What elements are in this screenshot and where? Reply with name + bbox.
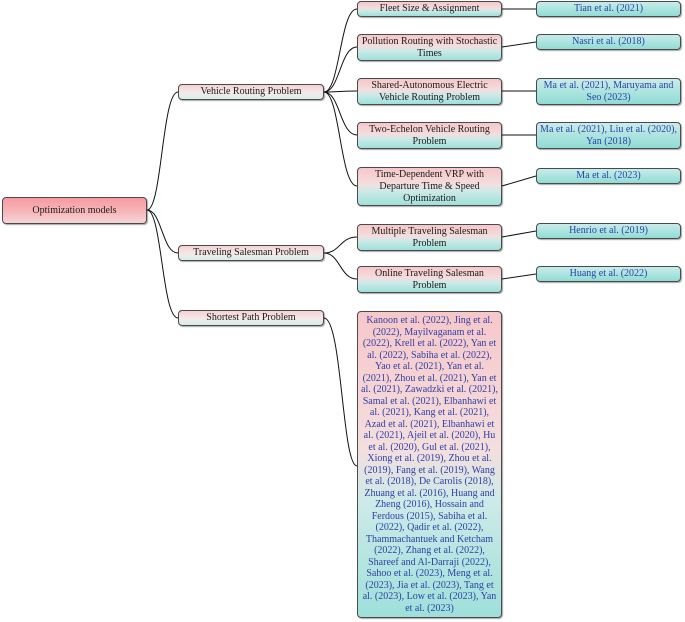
subtype-label: Time-Dependent VRP with Departure Time &…: [374, 168, 485, 204]
vrp-subtype-time-dependent: Time-Dependent VRP with Departure Time &…: [357, 167, 502, 206]
category-label: Shortest Path Problem: [206, 312, 296, 323]
category-traveling-salesman: Traveling Salesman Problem: [178, 245, 324, 261]
category-label: Vehicle Routing Problem: [200, 86, 302, 97]
category-shortest-path: Shortest Path Problem: [178, 310, 324, 326]
vrp-refs-fleet-size: Tian et al. (2021): [536, 1, 681, 17]
tsp-subtype-online: Online Traveling Salesman Problem: [357, 266, 502, 293]
root-label: Optimization models: [32, 204, 117, 216]
refs-text: Tian et al. (2021): [573, 3, 644, 14]
tsp-refs-online: Huang et al. (2022): [536, 266, 681, 282]
refs-text: Henrio et al. (2019): [569, 225, 648, 236]
tsp-refs-multiple: Henrio et al. (2019): [536, 223, 681, 239]
subtype-label: Shared-Autonomous Electric Vehicle Routi…: [371, 79, 488, 103]
vrp-subtype-shared-autonomous: Shared-Autonomous Electric Vehicle Routi…: [357, 78, 502, 105]
vrp-subtype-two-echelon: Two-Echelon Vehicle Routing Problem: [357, 122, 502, 149]
refs-text: Kanoon et al. (2022), Jing et al. (2022)…: [361, 315, 498, 614]
refs-text: Nasri et al. (2018): [572, 36, 645, 47]
category-label: Traveling Salesman Problem: [193, 247, 309, 258]
category-vehicle-routing: Vehicle Routing Problem: [178, 84, 324, 100]
refs-text: Huang et al. (2022): [569, 268, 648, 279]
vrp-refs-time-dependent: Ma et al. (2023): [536, 168, 681, 184]
refs-text: Ma et al. (2021), Liu et al. (2020), Yan…: [540, 123, 677, 147]
vrp-refs-two-echelon: Ma et al. (2021), Liu et al. (2020), Yan…: [536, 122, 681, 149]
subtype-label: Online Traveling Salesman Problem: [375, 267, 484, 291]
tsp-subtype-multiple: Multiple Traveling Salesman Problem: [357, 224, 502, 251]
subtype-label: Pollution Routing with Stochastic Times: [361, 35, 498, 59]
root-node: Optimization models: [2, 197, 147, 224]
refs-text: Ma et al. (2021), Maruyama and Seo (2023…: [543, 79, 674, 103]
vrp-subtype-pollution-routing: Pollution Routing with Stochastic Times: [357, 34, 502, 61]
refs-text: Ma et al. (2023): [576, 170, 641, 181]
subtype-label: Fleet Size & Assignment: [379, 3, 480, 14]
vrp-refs-pollution-routing: Nasri et al. (2018): [536, 34, 681, 50]
subtype-label: Multiple Traveling Salesman Problem: [371, 225, 488, 249]
vrp-subtype-fleet-size: Fleet Size & Assignment: [357, 1, 502, 17]
subtype-label: Two-Echelon Vehicle Routing Problem: [369, 123, 490, 147]
spp-refs-box: Kanoon et al. (2022), Jing et al. (2022)…: [357, 311, 502, 618]
vrp-refs-shared-autonomous: Ma et al. (2021), Maruyama and Seo (2023…: [536, 78, 681, 105]
